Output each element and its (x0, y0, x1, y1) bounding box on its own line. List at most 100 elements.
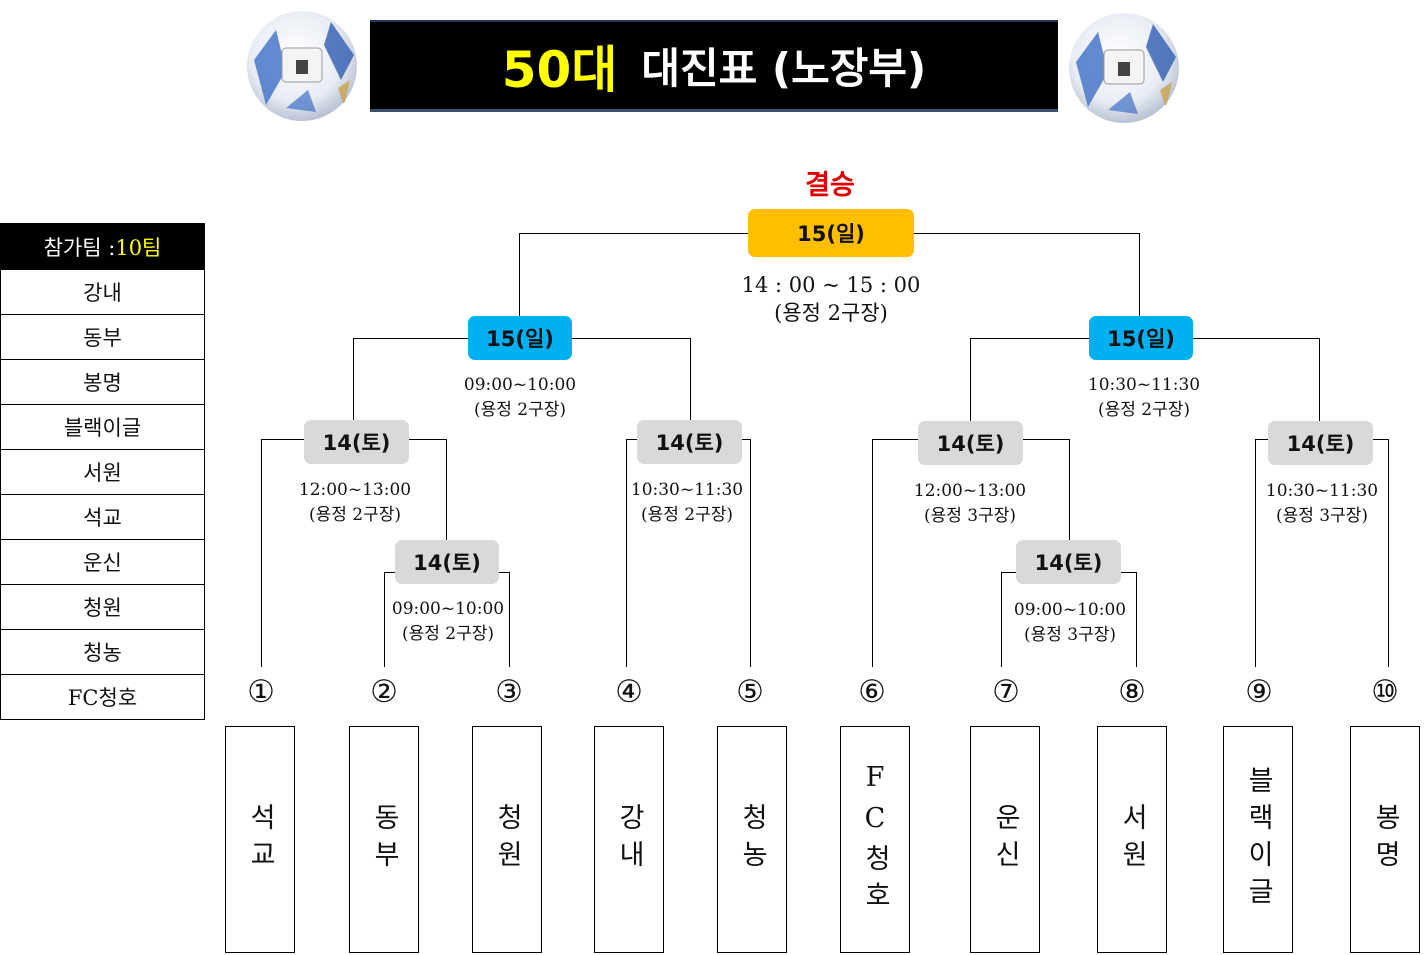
seed-number: ⑤ (736, 674, 764, 710)
team-list: 참가팀 : 10팀 강내 동부 봉명 블랙이글 서원 석교 운신 청원 청농 F… (0, 223, 205, 720)
bracket-slot: 강내 (594, 726, 664, 953)
team-list-row: 블랙이글 (1, 404, 204, 449)
seed-number: ⑧ (1118, 674, 1146, 710)
seed-number: ① (247, 674, 275, 710)
final-date-badge: 15(일) (748, 209, 914, 257)
bracket-line (353, 338, 354, 422)
quarter-3-date-badge: 14(토) (918, 421, 1023, 465)
team-list-row: 강내 (1, 269, 204, 314)
prelim-2-time: 09:00~10:00 (1013, 600, 1127, 620)
quarter-2-time: 10:30~11:30 (630, 480, 744, 500)
bracket-line (750, 439, 751, 667)
seed-number: ② (370, 674, 398, 710)
prelim-1-venue: (용정 2구장) (401, 624, 495, 644)
team-count: 10팀 (115, 235, 162, 260)
bracket-line (1139, 233, 1140, 317)
slot-team-name: 운신 (989, 802, 1021, 877)
bracket-line (1255, 439, 1256, 667)
quarter-2-venue: (용정 2구장) (640, 505, 734, 525)
bracket-slot: FC청호 (840, 726, 910, 953)
bracket-line (970, 338, 971, 422)
final-label: 결승 (805, 170, 855, 201)
quarter-4-venue: (용정 3구장) (1275, 506, 1369, 526)
slot-team-name: FC청호 (859, 761, 891, 918)
team-list-row: 동부 (1, 314, 204, 359)
semi-1-schedule: 09:00~10:00 (용정 2구장) (420, 373, 620, 423)
semi-1-venue: (용정 2구장) (473, 400, 567, 420)
slot-team-name: 동부 (368, 802, 400, 877)
bracket-line (872, 439, 873, 667)
quarter-2-date-badge: 14(토) (637, 420, 742, 464)
bracket-slot: 서원 (1097, 726, 1167, 953)
bracket-line (509, 572, 510, 667)
slot-team-name: 청농 (736, 802, 768, 877)
bracket-slot: 청농 (717, 726, 787, 953)
bracket-line (1319, 338, 1320, 422)
seed-number: ③ (495, 674, 523, 710)
quarter-4-schedule: 10:30~11:30 (용정 3구장) (1222, 479, 1422, 529)
bracket-line (690, 338, 691, 422)
soccer-ball-icon-right (1068, 12, 1180, 124)
semi-2-time: 10:30~11:30 (1087, 375, 1201, 395)
soccer-ball-icon-left (246, 10, 358, 122)
team-list-row: 청원 (1, 584, 204, 629)
slot-team-name: 봉명 (1369, 802, 1401, 877)
semi-1-date-badge: 15(일) (468, 316, 572, 360)
bracket-line (384, 572, 385, 667)
slot-team-name: 서원 (1116, 802, 1148, 877)
quarter-3-time: 12:00~13:00 (913, 481, 1027, 501)
team-list-header: 참가팀 : 10팀 (1, 224, 204, 269)
slot-team-name: 청원 (491, 802, 523, 877)
prelim-1-date-badge: 14(토) (395, 540, 499, 584)
slot-team-name: 블랙이글 (1242, 765, 1274, 914)
seed-number: ④ (615, 674, 643, 710)
semi-2-date-badge: 15(일) (1089, 316, 1193, 360)
semi-2-schedule: 10:30~11:30 (용정 2구장) (1044, 373, 1244, 423)
team-list-row: 석교 (1, 494, 204, 539)
team-list-row: 봉명 (1, 359, 204, 404)
prelim-2-schedule: 09:00~10:00 (용정 3구장) (970, 598, 1170, 648)
quarter-1-date-badge: 14(토) (304, 420, 409, 464)
bracket-slot: 석교 (225, 726, 295, 953)
team-list-row: 서원 (1, 449, 204, 494)
title-accent: 50대 (501, 40, 618, 99)
bracket-line (261, 439, 262, 667)
team-list-row: FC청호 (1, 674, 204, 719)
prelim-1-time: 09:00~10:00 (391, 599, 505, 619)
bracket-line (446, 439, 447, 542)
quarter-1-schedule: 12:00~13:00 (용정 2구장) (255, 478, 455, 528)
bracket-slot: 봉명 (1350, 726, 1420, 953)
title-banner: 50대 대진표 (노장부) (370, 20, 1058, 112)
seed-number: ⑦ (992, 674, 1020, 710)
slot-team-name: 강내 (613, 802, 645, 877)
quarter-4-date-badge: 14(토) (1268, 421, 1373, 465)
prelim-1-schedule: 09:00~10:00 (용정 2구장) (348, 597, 548, 647)
semi-2-venue: (용정 2구장) (1097, 400, 1191, 420)
final-venue: (용정 2구장) (774, 301, 888, 325)
seed-number: ⑥ (858, 674, 886, 710)
slot-team-name: 석교 (244, 802, 276, 877)
team-list-row: 운신 (1, 539, 204, 584)
team-list-header-label: 참가팀 : (43, 235, 116, 260)
bracket-slot: 블랙이글 (1223, 726, 1293, 953)
final-schedule: 14 : 00 ~ 15 : 00 (용정 2구장) (700, 271, 962, 327)
bracket-line (626, 439, 627, 667)
bracket-slot: 운신 (970, 726, 1040, 953)
bracket-line (1001, 572, 1002, 667)
seed-number: ⑩ (1371, 674, 1399, 710)
quarter-2-schedule: 10:30~11:30 (용정 2구장) (587, 478, 787, 528)
prelim-2-venue: (용정 3구장) (1023, 625, 1117, 645)
seed-number: ⑨ (1245, 674, 1273, 710)
title-main: 대진표 (노장부) (641, 44, 927, 93)
quarter-3-venue: (용정 3구장) (923, 506, 1017, 526)
bracket-line (1388, 439, 1389, 667)
team-list-row: 청농 (1, 629, 204, 674)
quarter-1-venue: (용정 2구장) (308, 505, 402, 525)
quarter-1-time: 12:00~13:00 (298, 480, 412, 500)
prelim-2-date-badge: 14(토) (1016, 540, 1121, 584)
bracket-slot: 청원 (472, 726, 542, 953)
bracket-slot: 동부 (349, 726, 419, 953)
semi-1-time: 09:00~10:00 (463, 375, 577, 395)
quarter-3-schedule: 12:00~13:00 (용정 3구장) (870, 479, 1070, 529)
bracket-line (519, 233, 520, 317)
